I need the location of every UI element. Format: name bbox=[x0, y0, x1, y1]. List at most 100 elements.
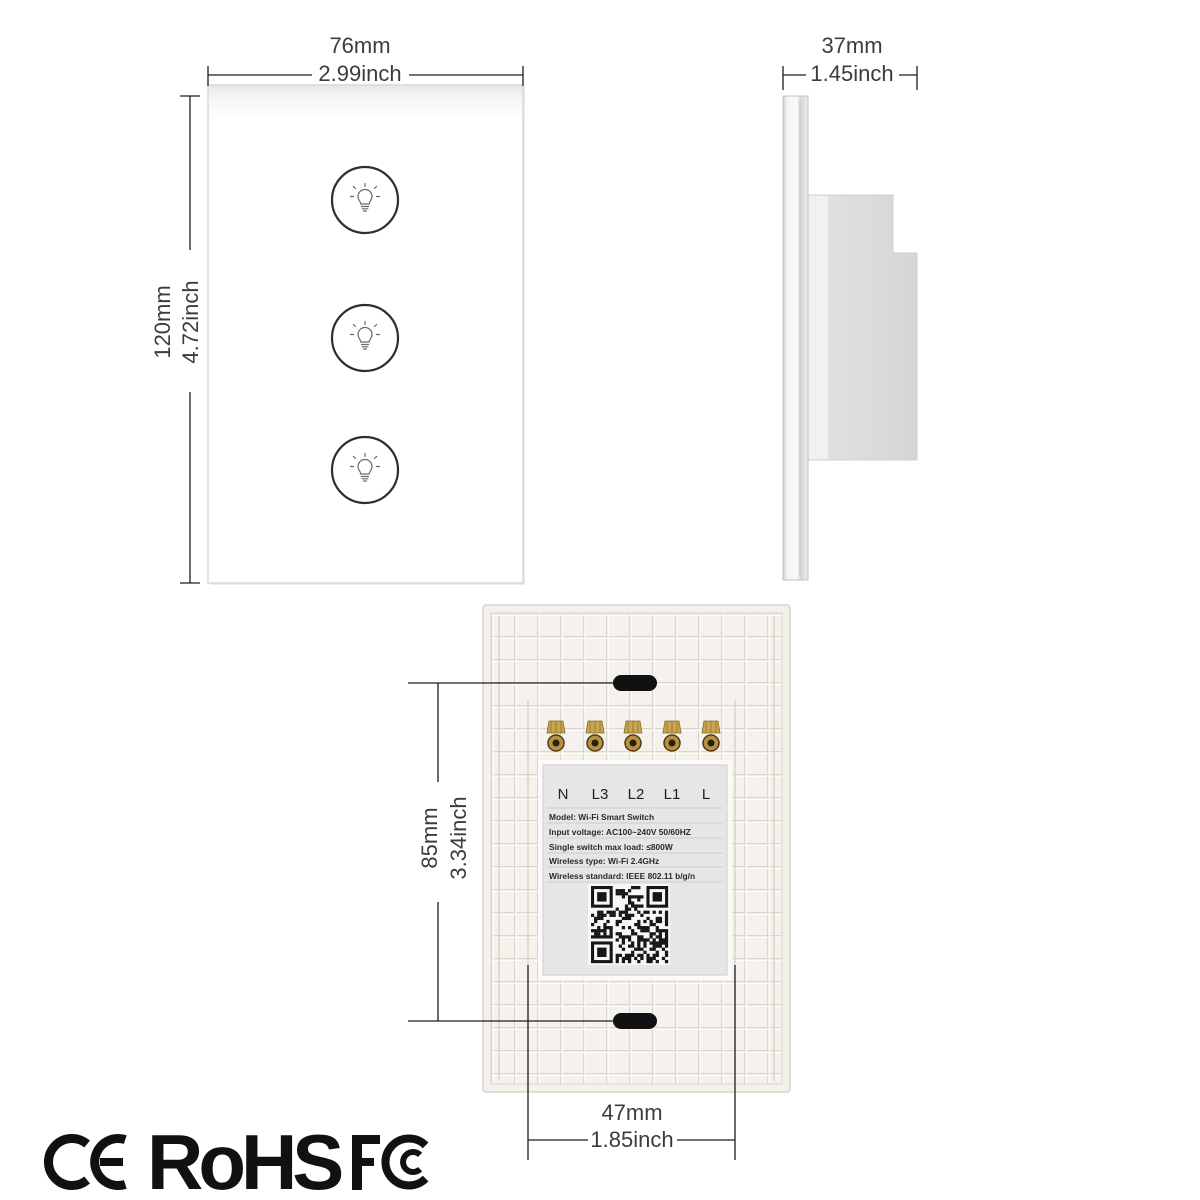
qr-module bbox=[649, 959, 653, 964]
qr-module bbox=[634, 907, 638, 911]
depth-inch-label: 1.45inch bbox=[810, 61, 893, 86]
qr-module bbox=[649, 947, 653, 951]
certification-logos: RoHS bbox=[44, 1118, 429, 1200]
qr-module bbox=[661, 938, 666, 942]
qr-module bbox=[618, 889, 622, 893]
touch-button-3 bbox=[330, 435, 400, 505]
bulb-icon bbox=[349, 182, 381, 212]
qr-module bbox=[618, 919, 622, 924]
qr-module bbox=[618, 892, 622, 896]
qr-module bbox=[597, 910, 601, 914]
qr-module bbox=[621, 892, 626, 896]
qr-module bbox=[658, 929, 662, 933]
qr-module bbox=[664, 919, 669, 924]
qr-module bbox=[612, 910, 616, 914]
fcc-mark bbox=[352, 1134, 429, 1190]
qr-module bbox=[640, 947, 644, 951]
qr-module bbox=[643, 941, 647, 945]
qr-module bbox=[627, 898, 632, 902]
spec-max-load: Single switch max load: ≤800W bbox=[549, 842, 673, 852]
qr-module bbox=[646, 959, 650, 964]
terminal-label-l2: L2 bbox=[628, 786, 645, 803]
qr-module bbox=[618, 910, 622, 914]
qr-module bbox=[609, 935, 613, 939]
qr-module bbox=[624, 913, 629, 917]
qr-module bbox=[643, 944, 647, 948]
qr-module bbox=[634, 904, 638, 908]
qr-module bbox=[664, 932, 669, 936]
qr-module bbox=[637, 944, 641, 948]
back-view: N L3 L2 L1 L Model: Wi-Fi Smart Switch I… bbox=[482, 604, 791, 1093]
qr-module bbox=[643, 929, 647, 933]
qr-module bbox=[649, 956, 653, 961]
qr-module bbox=[634, 947, 638, 951]
qr-module bbox=[627, 901, 632, 905]
qr-module bbox=[631, 941, 635, 945]
front-height-dimension: 120mm 4.72inch bbox=[150, 95, 203, 584]
side-rails bbox=[498, 616, 775, 1081]
qr-module bbox=[600, 910, 604, 914]
qr-module bbox=[624, 953, 629, 957]
qr-module bbox=[637, 953, 641, 957]
qr-module bbox=[591, 929, 595, 933]
qr-module bbox=[621, 910, 626, 914]
qr-module bbox=[621, 926, 626, 930]
qr-module bbox=[661, 956, 666, 961]
qr-module bbox=[643, 938, 647, 942]
qr-module bbox=[655, 926, 659, 930]
qr-module bbox=[624, 904, 629, 908]
slot-spacing-dimension: 85mm 3.34inch bbox=[408, 682, 614, 1022]
qr-module bbox=[637, 910, 641, 914]
touch-button-2 bbox=[330, 303, 400, 373]
terminal-block bbox=[546, 720, 721, 752]
qr-module bbox=[661, 941, 666, 945]
terminal-screw bbox=[585, 720, 605, 752]
qr-module bbox=[652, 941, 656, 945]
qr-module bbox=[606, 910, 610, 914]
terminal-screw bbox=[623, 720, 643, 752]
qr-module bbox=[627, 953, 632, 957]
qr-module bbox=[634, 895, 638, 899]
qr-module bbox=[658, 919, 662, 924]
qr-module bbox=[624, 916, 629, 921]
qr-module bbox=[664, 959, 669, 964]
qr-module bbox=[594, 916, 598, 921]
button-ring bbox=[330, 435, 400, 505]
qr-module bbox=[603, 935, 607, 939]
qr-module bbox=[631, 932, 635, 936]
ce-mark bbox=[44, 1134, 127, 1190]
qr-module bbox=[612, 913, 616, 917]
qr-module bbox=[609, 929, 613, 933]
qr-module bbox=[640, 935, 644, 939]
qr-module bbox=[634, 932, 638, 936]
qr-module bbox=[649, 932, 653, 936]
qr-module bbox=[597, 929, 601, 933]
qr-module bbox=[664, 938, 669, 942]
qr-module bbox=[615, 959, 619, 964]
qr-module bbox=[640, 913, 644, 917]
qr-module bbox=[615, 938, 619, 942]
qr-module bbox=[658, 910, 662, 914]
qr-module bbox=[631, 895, 635, 899]
qr-code-icon bbox=[588, 884, 670, 965]
qr-module bbox=[661, 929, 666, 933]
qr-module bbox=[637, 895, 641, 899]
button-ring bbox=[330, 165, 400, 235]
qr-module bbox=[643, 910, 647, 914]
qr-module bbox=[640, 938, 644, 942]
width-dimension-line bbox=[207, 66, 524, 86]
qr-module bbox=[640, 953, 644, 957]
slot-spacing-line bbox=[408, 682, 614, 1022]
qr-module bbox=[603, 913, 607, 917]
qr-module bbox=[600, 935, 604, 939]
qr-module bbox=[655, 944, 659, 948]
qr-module bbox=[649, 941, 653, 945]
bulb-icon bbox=[349, 452, 381, 482]
qr-module bbox=[649, 935, 653, 939]
qr-module bbox=[603, 932, 607, 936]
qr-module bbox=[618, 935, 622, 939]
qr-module bbox=[627, 935, 632, 939]
qr-module bbox=[643, 919, 647, 924]
qr-module bbox=[658, 941, 662, 945]
side-depth-dimension: 37mm 1.45inch bbox=[782, 33, 918, 90]
